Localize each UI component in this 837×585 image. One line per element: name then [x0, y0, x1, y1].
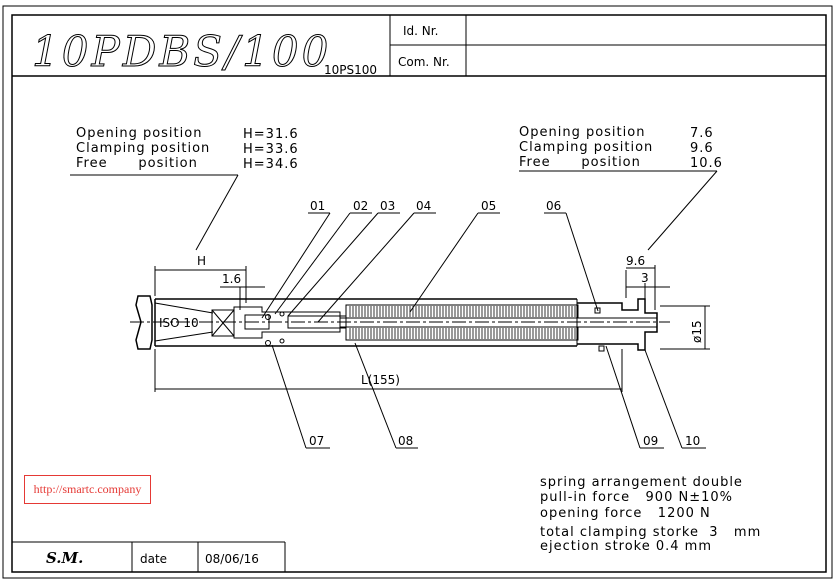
spec-line: opening force 1200 N	[540, 506, 711, 521]
date-value: 08/06/16	[205, 552, 259, 566]
part-code: 10PS100	[324, 63, 377, 77]
part-label: 01	[310, 199, 325, 213]
part-label: 07	[309, 434, 324, 448]
leader-line	[647, 170, 718, 251]
position-label: Opening position	[76, 126, 202, 141]
specifications: spring arrangement double pull-in force …	[540, 475, 761, 554]
leader-line	[644, 349, 683, 449]
website-link[interactable]: http://smartc.company	[24, 475, 151, 504]
o-ring	[265, 314, 271, 320]
leader-line	[354, 342, 397, 449]
cone-top	[154, 302, 214, 314]
position-value: 7.6	[690, 126, 714, 141]
end-cap	[577, 298, 658, 351]
leader-line	[287, 212, 379, 317]
position-value: 9.6	[690, 141, 714, 156]
position-value: 10.6	[690, 156, 723, 171]
leader-line	[317, 212, 415, 323]
author: S.M.	[46, 549, 83, 567]
position-label: Clamping position	[519, 140, 653, 155]
hex-cross	[211, 309, 235, 337]
date-label: date	[140, 552, 167, 566]
footer-block: S.M. date 08/06/16	[12, 541, 286, 572]
leader-line	[195, 174, 239, 251]
part-labels-bottom: 07 08 09 10	[271, 342, 706, 449]
spec-line: total clamping storke 3 mm	[540, 525, 761, 540]
o-ring	[279, 311, 285, 317]
part-label: 10	[685, 434, 700, 448]
part-label: 03	[380, 199, 395, 213]
right-positions-table: Opening position 7.6 Clamping position 9…	[519, 125, 723, 251]
position-label: Clamping position	[76, 141, 210, 156]
leader-line	[261, 212, 331, 319]
iso-label: ISO 10	[159, 316, 199, 330]
part-label: 06	[546, 199, 561, 213]
part-label: 09	[643, 434, 658, 448]
position-label: Opening position	[519, 125, 645, 140]
outer-border	[2, 5, 833, 579]
spec-line: ejection stroke 0.4 mm	[540, 539, 712, 554]
o-ring	[279, 338, 285, 344]
cone-bottom	[154, 331, 214, 342]
dim-dia-text: ø15	[690, 320, 704, 343]
part-label: 04	[416, 199, 431, 213]
position-value: H=34.6	[243, 157, 299, 172]
part-label: 05	[481, 199, 496, 213]
dimensions: H 1.6 L(155) 9.6 3 ø15 ISO 10	[154, 254, 710, 392]
position-label: Free position	[76, 156, 198, 171]
part-labels-top: 01 02 03 04 05 06	[261, 199, 599, 323]
left-positions-table: Opening position H=31.6 Clamping positio…	[70, 126, 299, 251]
o-ring	[598, 345, 605, 352]
spring-lower	[345, 326, 579, 341]
position-label: Free position	[519, 155, 641, 170]
leader-line	[271, 344, 307, 449]
piston-body	[233, 306, 341, 339]
spec-line: pull-in force 900 N±10%	[540, 490, 733, 505]
part-label: 02	[353, 199, 368, 213]
position-value: H=33.6	[243, 142, 299, 157]
leader-line	[274, 212, 351, 315]
dim-1-6-text: 1.6	[222, 272, 241, 286]
drawing-frame	[11, 14, 827, 573]
leader-line	[409, 212, 479, 313]
gripper-section-view	[130, 295, 670, 352]
dim-length-text: L(155)	[361, 373, 400, 387]
o-ring	[265, 340, 271, 346]
part-label: 08	[398, 434, 413, 448]
com-nr-label: Com. Nr.	[398, 55, 450, 69]
position-value: H=31.6	[243, 127, 299, 142]
leader-line	[565, 212, 599, 312]
flange	[135, 295, 153, 350]
drawing-title: 10PDBS/100	[32, 27, 331, 76]
spec-line: spring arrangement double	[540, 475, 743, 490]
leader-line	[605, 345, 641, 449]
spring-upper	[345, 304, 579, 319]
dim-9-6-text: 9.6	[626, 254, 645, 268]
dim-h-text: H	[197, 254, 206, 268]
dim-3-text: 3	[641, 271, 649, 285]
spring-coils	[349, 306, 576, 339]
o-ring	[594, 307, 601, 314]
id-nr-label: Id. Nr.	[403, 24, 438, 38]
